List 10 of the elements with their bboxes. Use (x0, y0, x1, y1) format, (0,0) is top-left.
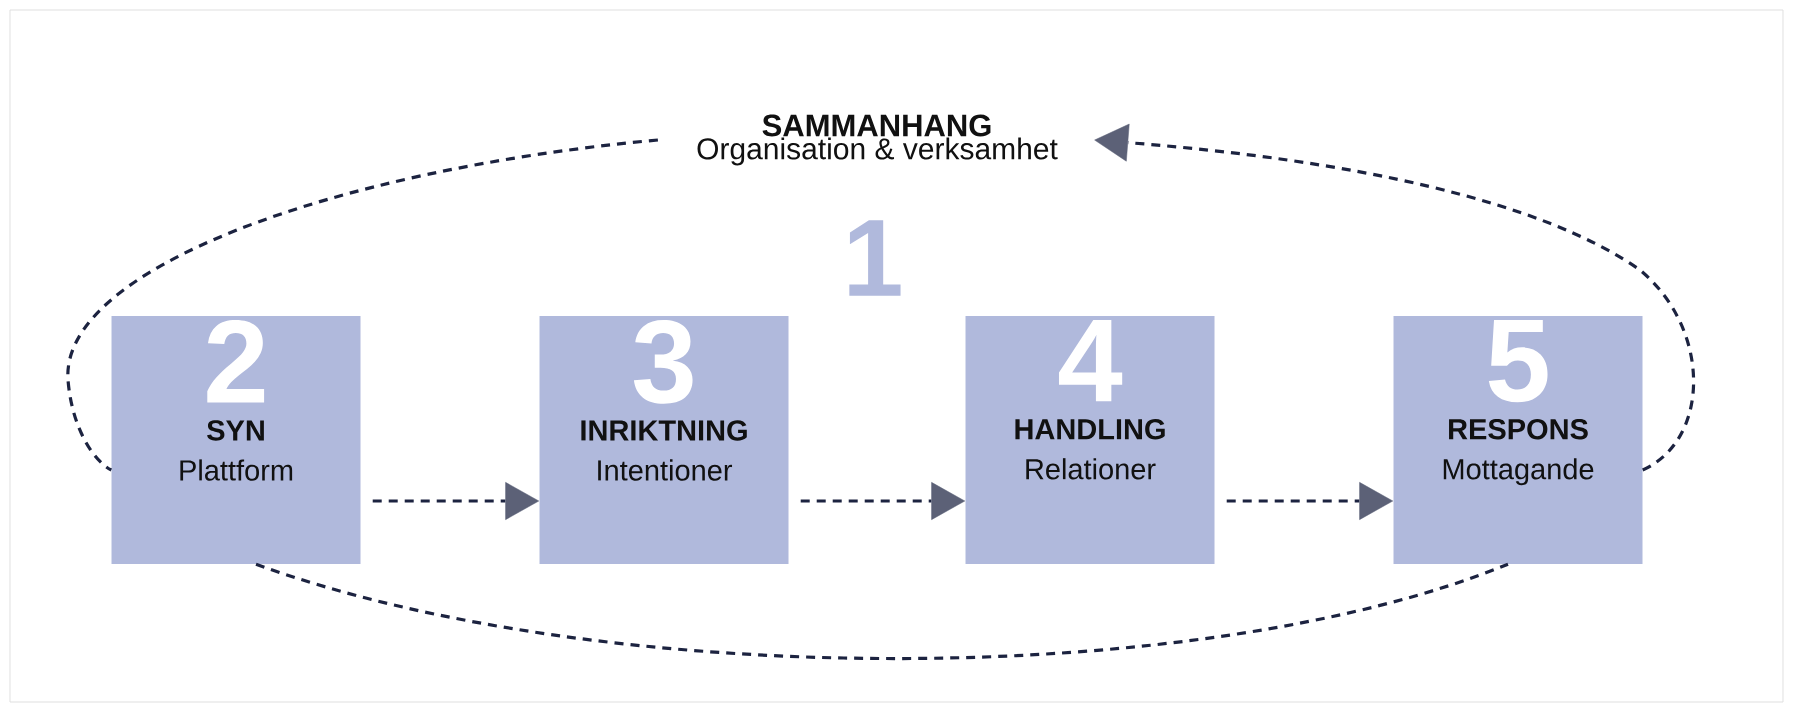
step-box: 2 SYN Plattform (111, 316, 361, 564)
arrow (1226, 482, 1394, 520)
step-box: 3 INRIKTNING Intentioner (539, 316, 789, 564)
title-text: SAMMANHANG Organisation & verksamhet (697, 114, 1058, 166)
step-box: 4 HANDLING Relationer (965, 316, 1215, 564)
arrow (800, 482, 966, 520)
arrow (372, 482, 540, 520)
arrow (1094, 123, 1695, 472)
step-number: 1 (849, 220, 901, 296)
step-box: 5 RESPONS Mottagande (1393, 316, 1643, 564)
